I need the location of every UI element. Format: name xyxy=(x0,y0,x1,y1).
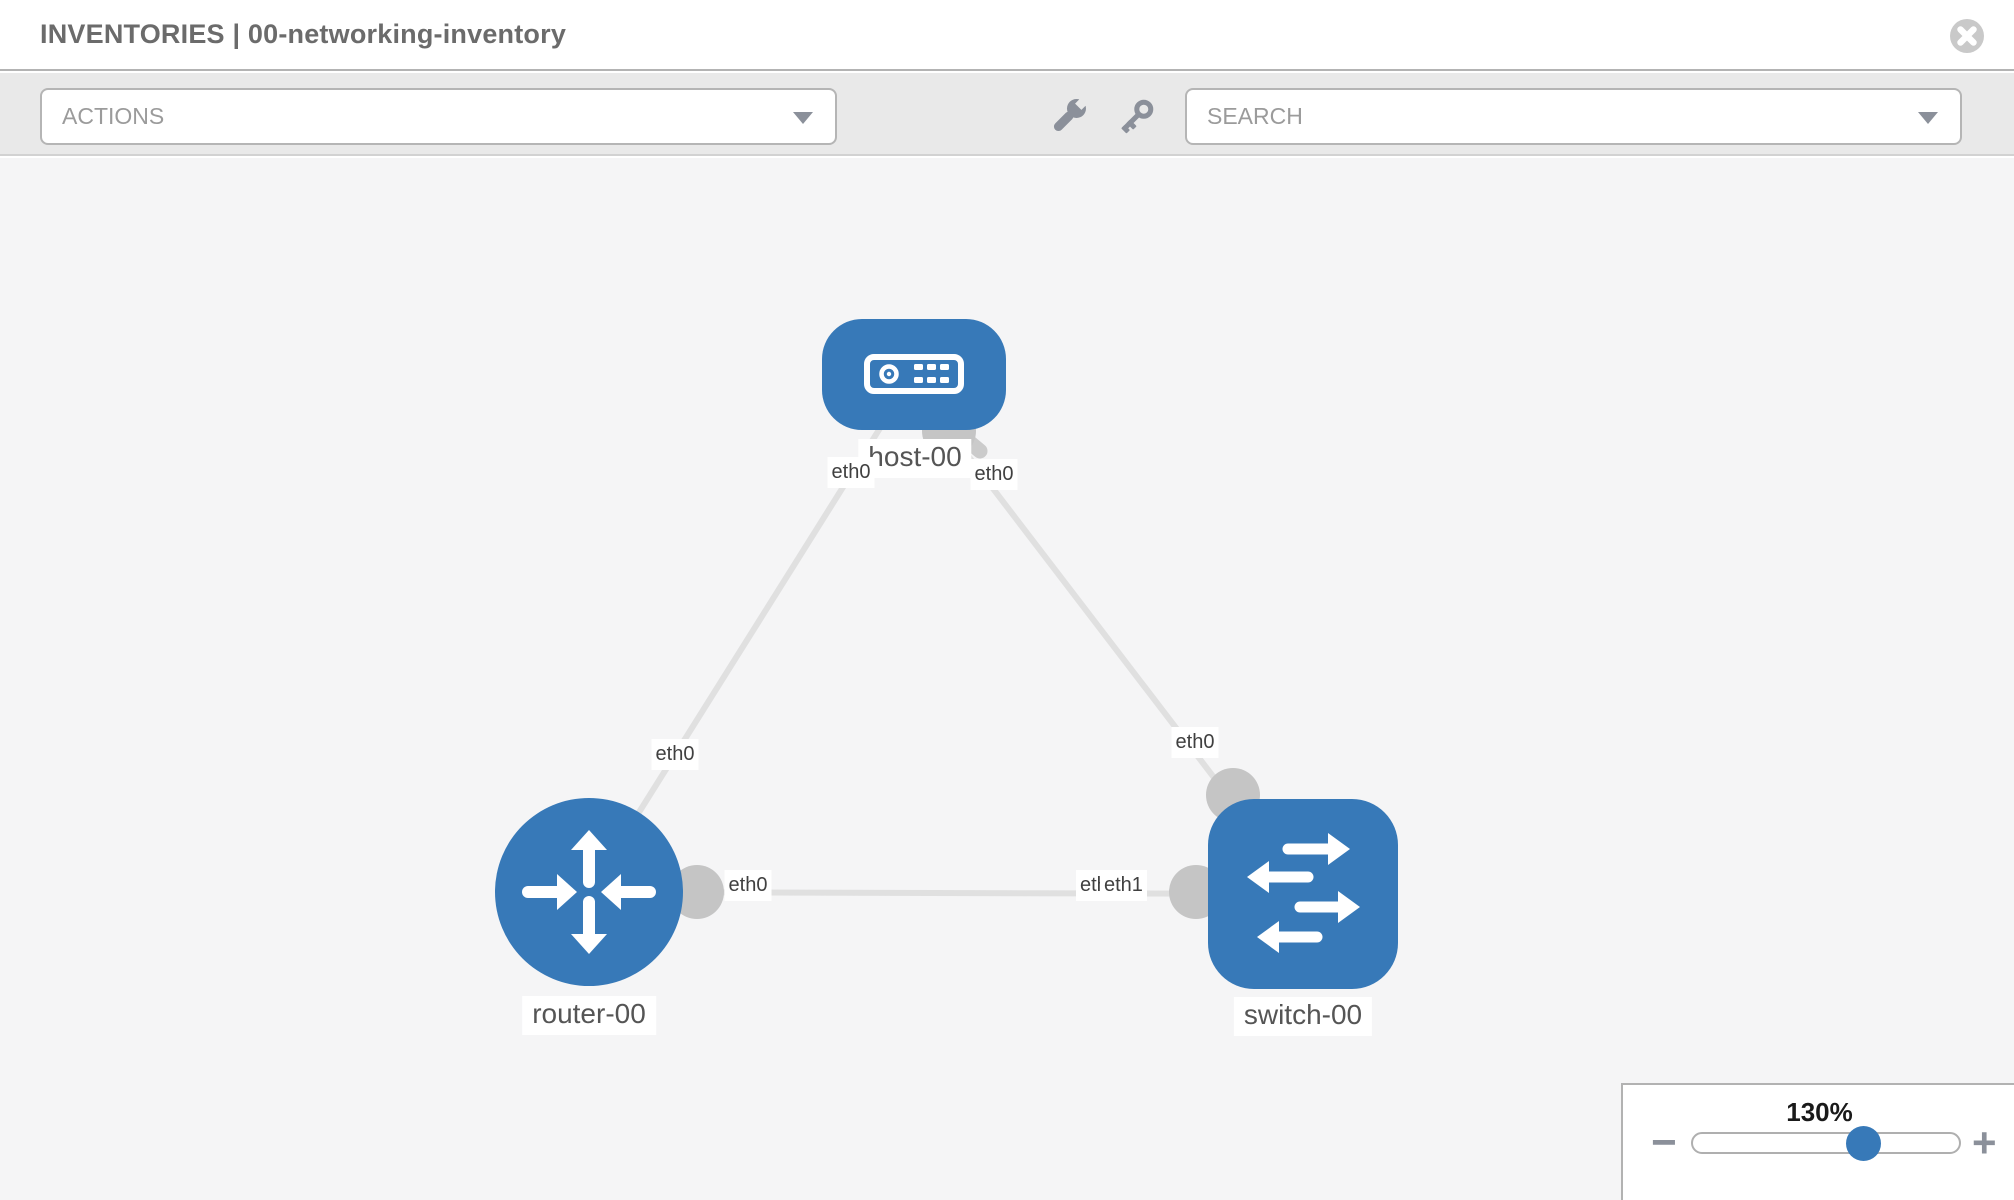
router-icon xyxy=(522,830,656,954)
node-label-router: router-00 xyxy=(522,996,656,1035)
zoom-in-button[interactable]: + xyxy=(1972,1119,1997,1166)
node-label-switch: switch-00 xyxy=(1233,997,1373,1036)
zoom-slider-track[interactable] xyxy=(1691,1132,1961,1154)
switch-icon xyxy=(1247,833,1360,953)
interface-label-host-switch-mid: eth0 xyxy=(1171,727,1219,758)
actions-dropdown-label: ACTIONS xyxy=(62,103,165,129)
configure-button[interactable] xyxy=(1044,93,1092,141)
interface-label-host-right: eth0 xyxy=(970,459,1018,490)
search-dropdown[interactable]: SEARCH xyxy=(1185,88,1962,145)
wrench-icon xyxy=(1053,96,1089,132)
node-host[interactable] xyxy=(822,319,1006,430)
chevron-down-icon xyxy=(1918,111,1938,124)
chevron-down-icon xyxy=(793,111,813,124)
zoom-out-button[interactable]: − xyxy=(1651,1118,1677,1167)
node-switch[interactable] xyxy=(1208,799,1398,989)
search-placeholder: SEARCH xyxy=(1207,103,1303,129)
toolbar: ACTIONS SEARC xyxy=(0,73,2014,156)
zoom-panel: 130% − + xyxy=(1621,1083,2014,1200)
interface-label-router-side: eth0 xyxy=(724,870,772,901)
key-icon xyxy=(1121,99,1154,134)
zoom-slider-handle[interactable] xyxy=(1846,1126,1881,1161)
topology-canvas[interactable]: host-00 router-00 switch-00 eth0 eth0 et… xyxy=(0,158,2014,1200)
close-button[interactable] xyxy=(1948,17,1986,55)
zoom-level: 130% xyxy=(1786,1097,1853,1127)
header: INVENTORIES | 00-networking-inventory xyxy=(0,0,2014,71)
credentials-button[interactable] xyxy=(1112,93,1160,141)
page-title: INVENTORIES | 00-networking-inventory xyxy=(40,19,567,49)
interface-label-switch-side-over: eth1 xyxy=(1100,870,1147,901)
node-router[interactable] xyxy=(495,798,683,986)
interface-label-host-router-mid: eth0 xyxy=(651,739,699,770)
actions-dropdown[interactable]: ACTIONS xyxy=(40,88,837,145)
interface-label-host-left: eth0 xyxy=(827,457,875,488)
host-icon xyxy=(864,354,964,394)
interface-connector-router[interactable] xyxy=(670,865,724,919)
node-label-host: host-00 xyxy=(858,439,972,478)
close-icon xyxy=(1950,19,1984,53)
